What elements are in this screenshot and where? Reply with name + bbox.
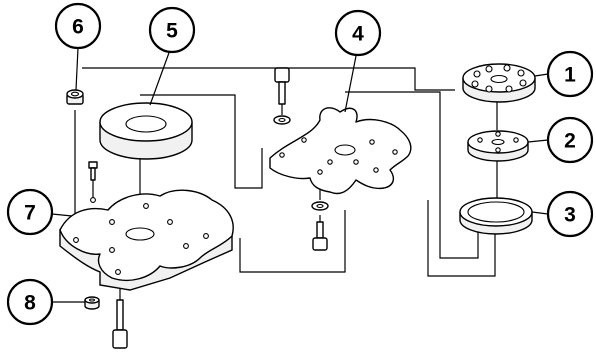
part-1-hub-disc xyxy=(462,63,536,103)
part-5-spacer-ring xyxy=(99,102,193,160)
part-8-nut xyxy=(84,296,100,310)
callout-3-label: 3 xyxy=(564,204,576,227)
callout-6: 6 xyxy=(54,2,102,50)
callout-8: 8 xyxy=(6,278,54,326)
callout-8-label: 8 xyxy=(24,292,36,315)
callout-7-label: 7 xyxy=(24,202,36,225)
part-4-mounting-plate xyxy=(269,107,412,195)
screw-upper-4 xyxy=(273,67,291,125)
screw-small-top xyxy=(88,161,98,181)
callout-6-label: 6 xyxy=(72,16,84,39)
screw-bottom xyxy=(112,299,128,349)
part-6-nut xyxy=(66,89,84,105)
callout-1-label: 1 xyxy=(564,64,576,87)
callout-3: 3 xyxy=(546,190,594,238)
callout-2-label: 2 xyxy=(564,130,576,153)
screw-lower-4 xyxy=(311,201,329,251)
callout-5: 5 xyxy=(148,6,196,54)
callout-leaders xyxy=(51,47,549,303)
callout-5-label: 5 xyxy=(166,20,178,43)
callout-7: 7 xyxy=(6,188,54,236)
callout-1: 1 xyxy=(546,50,594,98)
part-7-base-plate xyxy=(59,189,234,291)
callout-4: 4 xyxy=(334,9,382,57)
part-2-adapter-disc xyxy=(467,130,529,162)
part-3-o-ring xyxy=(459,197,533,235)
callout-4-label: 4 xyxy=(352,23,364,46)
callout-2: 2 xyxy=(546,116,594,164)
